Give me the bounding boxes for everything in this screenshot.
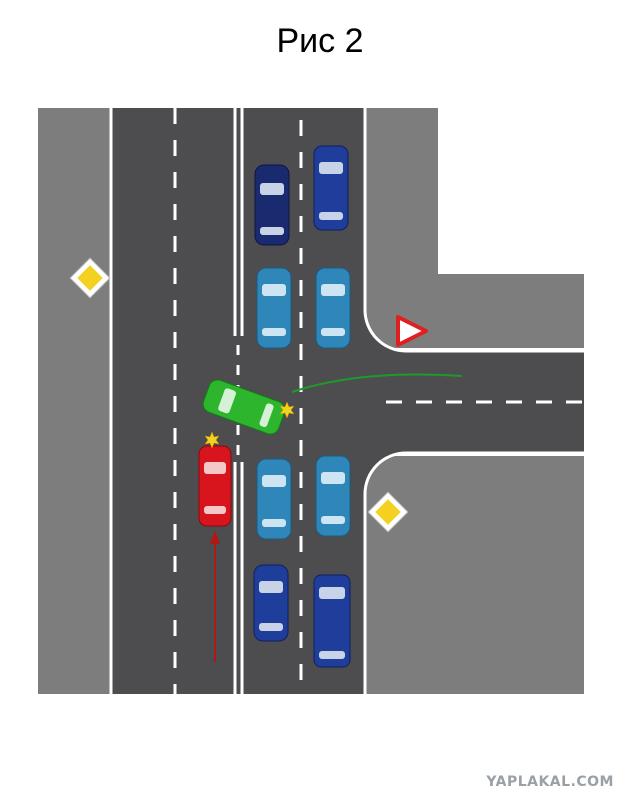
- parked-car-blue-van: [313, 574, 351, 668]
- yield-sign: [396, 315, 428, 347]
- red-car: [198, 445, 232, 527]
- figure-title: Рис 2: [276, 22, 364, 60]
- collision-star-2: [279, 401, 295, 419]
- priority-road-sign-left: [69, 257, 111, 299]
- parked-car-light-blue-2: [315, 267, 351, 349]
- red-car-path-arrowhead: [210, 530, 220, 544]
- green-car: [202, 379, 286, 435]
- parked-car-dark-blue: [254, 164, 290, 246]
- sidewalk-left: [38, 108, 110, 694]
- curb-curve-top: [363, 309, 584, 353]
- parked-car-blue-1: [313, 145, 349, 231]
- sidewalk-right-upper: [366, 108, 438, 348]
- sidewalk-right-upper-corner: [438, 274, 584, 348]
- curb-curve-bottom: [363, 451, 584, 495]
- parked-car-light-blue-1: [256, 267, 292, 349]
- green-car-path: [291, 373, 463, 393]
- parked-car-light-blue-4: [315, 455, 351, 537]
- collision-star-1: [204, 431, 220, 449]
- parked-car-light-blue-3: [256, 458, 292, 540]
- priority-road-sign-right: [367, 491, 409, 533]
- watermark: YAPLAKAL.COM: [486, 774, 614, 790]
- sidewalk-right-lower: [366, 456, 584, 694]
- parked-car-blue-3: [253, 564, 289, 642]
